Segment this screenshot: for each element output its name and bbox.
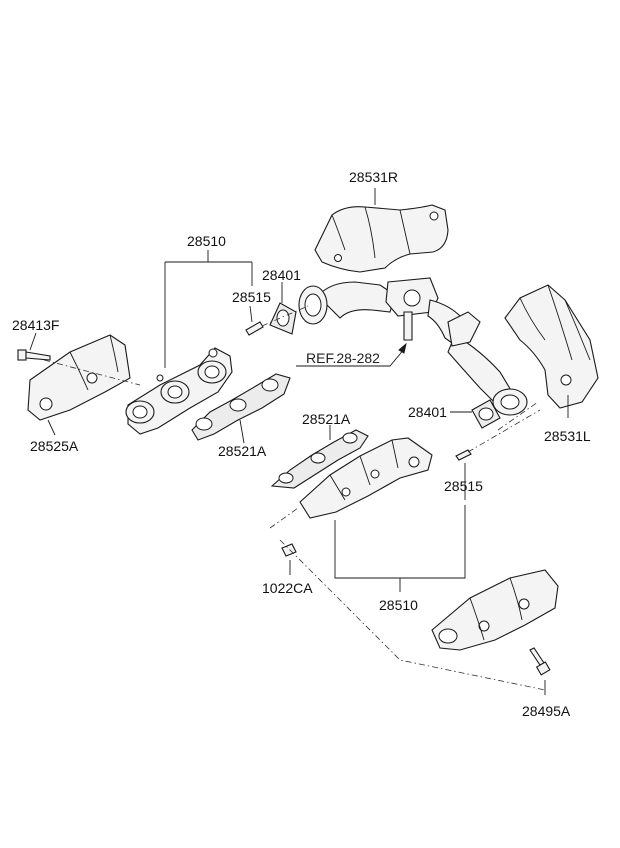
exhaust-manifold-left — [125, 347, 233, 435]
gasket-pipe-lower — [471, 399, 501, 429]
label-28510-lower: 28510 — [379, 597, 418, 613]
bolt-28495a — [529, 647, 551, 676]
label-28495a: 28495A — [522, 703, 571, 719]
stud-upper — [245, 321, 264, 336]
gasket-pipe-upper — [269, 302, 297, 335]
leader-lines — [29, 188, 569, 695]
bolt-28413f — [17, 349, 51, 361]
label-28401-upper: 28401 — [262, 267, 301, 283]
label-28510-upper: 28510 — [187, 233, 226, 249]
nut-1022ca — [281, 543, 297, 557]
label-28531l: 28531L — [544, 428, 591, 444]
label-1022ca: 1022CA — [262, 580, 313, 596]
label-28515-upper: 28515 — [232, 289, 271, 305]
gasket-left — [191, 373, 291, 441]
alignment-centerlines — [43, 305, 546, 691]
label-28521a-right: 28521A — [302, 411, 351, 427]
protector-right-lower — [431, 569, 559, 651]
label-ref-28-282: REF.28-282 — [306, 350, 380, 366]
label-28413f: 28413F — [12, 317, 59, 333]
heat-protector-28531r — [314, 204, 449, 273]
heat-protector-28531l — [504, 284, 599, 409]
exhaust-manifold-right — [299, 437, 433, 519]
gasket-right — [270, 429, 369, 489]
protector-28525a — [27, 334, 131, 421]
label-28401-lower: 28401 — [408, 404, 447, 420]
label-28521a-left: 28521A — [218, 443, 267, 459]
label-28531r: 28531R — [349, 169, 398, 185]
label-28525a: 28525A — [30, 438, 79, 454]
y-pipe-assembly — [298, 277, 528, 416]
stud-lower — [455, 449, 472, 461]
label-28515-lower: 28515 — [444, 478, 483, 494]
